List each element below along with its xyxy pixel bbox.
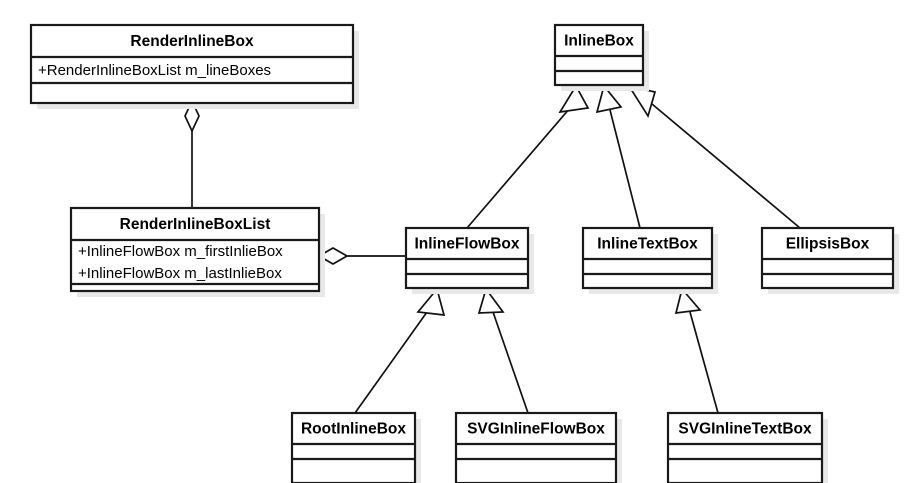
class-name-label: InlineBox — [564, 33, 634, 50]
class-box-ellipsisbox[interactable]: EllipsisBox — [760, 226, 899, 294]
class-name-label: SVGInlineFlowBox — [467, 421, 605, 438]
generalization-line-inlinetextbox-inlinebox — [609, 109, 641, 229]
class-box-rootinlinebox[interactable]: RootInlineBox — [290, 411, 421, 483]
rel-generalization-inlineflowbox-inlinebox — [466, 84, 590, 229]
class-box-renderinlinebox[interactable]: RenderInlineBox +RenderInlineBoxList m_li… — [29, 23, 359, 109]
class-attribute-label: +InlineFlowBox m_lastInlieBox — [78, 265, 282, 282]
rel-generalization-svginlineflowbox-inlineflowbox — [477, 287, 529, 414]
class-box-frame — [29, 23, 355, 105]
generalization-arrowhead-inlineflowbox — [558, 84, 590, 114]
rel-generalization-svginlinetextbox-inlinetextbox — [674, 287, 719, 414]
rel-generalization-inlinetextbox-inlinebox — [595, 84, 641, 229]
rel-aggregation-list-inlineflowbox — [317, 247, 406, 265]
aggregation-diamond-renderinlineboxlist — [317, 247, 349, 265]
generalization-arrowhead-svginlineflowbox — [477, 287, 505, 314]
generalization-arrowhead-rootinlinebox — [416, 287, 446, 316]
rel-generalization-rootinlinebox-inlineflowbox — [354, 287, 446, 414]
class-name-label: RootInlineBox — [301, 421, 406, 438]
class-box-svginlineflowbox[interactable]: SVGInlineFlowBox — [454, 411, 622, 483]
generalization-line-svginlineflowbox-inlineflowbox — [492, 311, 529, 414]
class-name-label: InlineTextBox — [597, 236, 698, 253]
class-box-inlinebox[interactable]: InlineBox — [553, 23, 649, 91]
generalization-line-inlineflowbox-inlinebox — [466, 107, 571, 229]
class-name-label: EllipsisBox — [786, 236, 870, 253]
generalization-line-ellipsisbox-inlinebox — [651, 103, 801, 229]
generalization-arrowhead-svginlinetextbox — [674, 287, 702, 314]
generalization-line-svginlinetextbox-inlinetextbox — [689, 311, 719, 414]
class-attribute-label: +InlineFlowBox m_firstInlieBox — [78, 243, 283, 260]
class-box-renderinlineboxlist[interactable]: RenderInlineBoxList +InlineFlowBox m_firs… — [69, 206, 325, 297]
class-box-inlineflowbox[interactable]: InlineFlowBox — [404, 226, 534, 294]
class-box-frame — [666, 411, 824, 483]
class-name-label: RenderInlineBox — [130, 33, 254, 50]
class-box-frame — [69, 206, 321, 293]
class-box-svginlinetextbox[interactable]: SVGInlineTextBox — [666, 411, 828, 483]
generalization-line-rootinlinebox-inlineflowbox — [354, 311, 428, 414]
class-attribute-label: +RenderInlineBoxList m_lineBoxes — [38, 62, 271, 79]
generalization-arrowhead-inlinetextbox — [595, 84, 623, 114]
class-name-label: RenderInlineBoxList — [120, 216, 271, 233]
class-box-frame — [290, 411, 417, 483]
class-box-frame — [454, 411, 618, 483]
class-box-inlinetextbox[interactable]: InlineTextBox — [581, 226, 718, 294]
class-name-label: SVGInlineTextBox — [678, 421, 812, 438]
class-name-label: InlineFlowBox — [414, 236, 519, 253]
